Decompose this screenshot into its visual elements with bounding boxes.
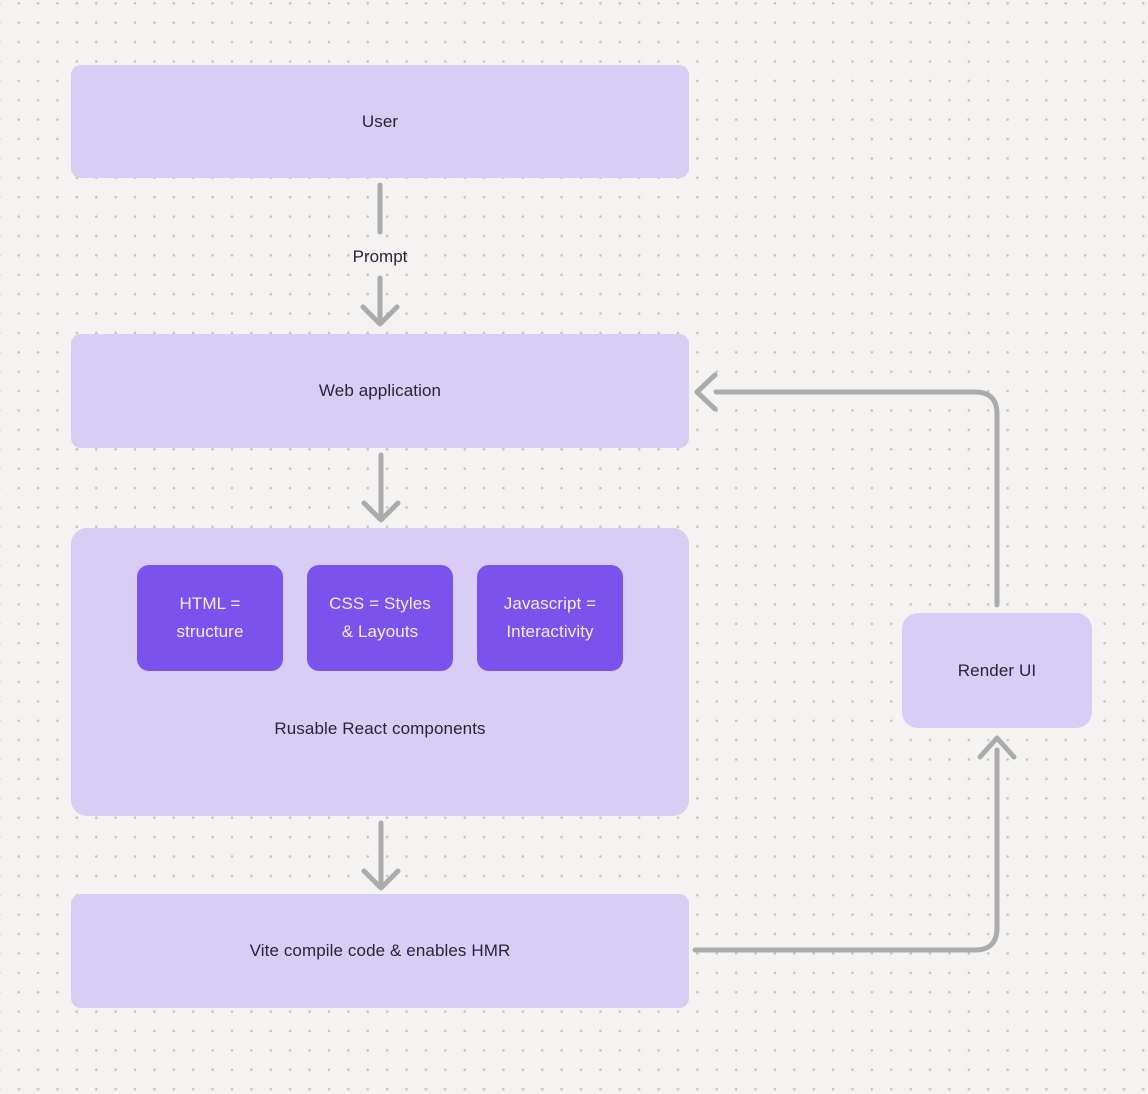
arrowhead-down-icon [361, 500, 401, 523]
node-web-application-label: Web application [318, 381, 442, 400]
group-caption: Rusable React components [274, 719, 486, 738]
node-react-components-group[interactable]: HTML = structure CSS = Styles & Layouts … [71, 528, 689, 816]
chip-javascript-line2: Interactivity [506, 622, 594, 641]
chip-javascript-line1: Javascript = [503, 594, 597, 613]
edge-vite-to-renderui [692, 747, 1000, 953]
chip-css[interactable]: CSS = Styles & Layouts [307, 565, 453, 671]
node-user-label: User [361, 111, 399, 131]
node-vite-label: Vite compile code & enables HMR [249, 941, 511, 960]
chip-css-line2: & Layouts [341, 622, 419, 641]
chip-html-line1: HTML = [179, 594, 241, 613]
node-render-ui-label: Render UI [957, 660, 1037, 680]
arrowhead-left-icon [694, 372, 718, 412]
edge-renderui-to-webapp [713, 389, 1000, 608]
arrowhead-down-icon [361, 868, 401, 891]
chip-row: HTML = structure CSS = Styles & Layouts … [137, 565, 623, 671]
chip-css-line1: CSS = Styles [329, 594, 431, 613]
edge-label-prompt: Prompt [352, 247, 408, 266]
chip-html-line2: structure [176, 622, 244, 641]
node-vite[interactable]: Vite compile code & enables HMR [71, 894, 689, 1008]
node-web-application[interactable]: Web application [71, 334, 689, 448]
chip-javascript[interactable]: Javascript = Interactivity [477, 565, 623, 671]
arrowhead-up-icon [977, 735, 1017, 760]
arrowhead-down-icon [360, 304, 400, 327]
chip-html[interactable]: HTML = structure [137, 565, 283, 671]
node-user[interactable]: User [71, 65, 689, 178]
node-render-ui[interactable]: Render UI [902, 613, 1092, 728]
